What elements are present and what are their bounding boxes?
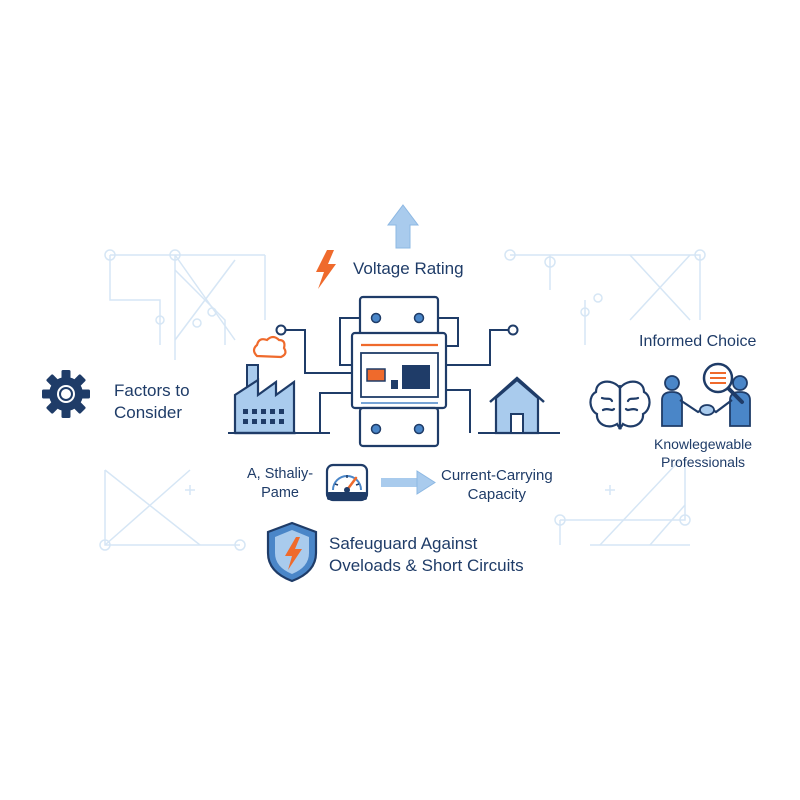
factory-icon — [233, 335, 296, 435]
professionals-label-line-1: Knowlegewable — [654, 436, 753, 452]
brain-icon — [589, 380, 651, 430]
professionals-label: Knowlegewable Professionals — [654, 436, 752, 472]
stability-label-line-1: A, Sthaliy- — [247, 466, 314, 482]
professionals-label-line-2: Professionals — [661, 453, 746, 470]
handshake-people-icon — [661, 375, 751, 427]
voltage-rating-label: Voltage Rating — [353, 259, 464, 278]
factors-label-line-1: Factors to — [114, 381, 190, 400]
background-dots — [99, 249, 706, 551]
circuit-breaker-icon — [350, 295, 448, 448]
terminal-left — [275, 324, 287, 336]
background-circuit-lines — [104, 254, 701, 546]
lightning-bolt-icon — [316, 250, 336, 289]
safeguard-label-line-1: Safeuguard Against — [329, 534, 478, 553]
safeguard-label: Safeuguard Against Oveloads & Short Circ… — [329, 533, 524, 577]
gauge-icon — [325, 463, 369, 502]
shield-lightning-icon — [266, 521, 318, 583]
current-label-line-2: Capacity — [467, 486, 527, 504]
terminal-right — [507, 324, 519, 336]
up-arrow-icon — [387, 204, 419, 249]
right-arrow-icon — [381, 470, 436, 495]
informed-choice-label: Informed Choice — [639, 333, 757, 350]
current-carrying-capacity-label: Current-Carrying Capacity — [441, 466, 553, 504]
safeguard-label-line-2: Oveloads & Short Circuits — [329, 555, 524, 575]
factors-to-consider-label: Factors to Consider — [114, 380, 190, 424]
stability-label: A, Sthaliy- Pame — [247, 465, 313, 502]
gear-icon — [42, 370, 90, 418]
house-icon — [489, 376, 545, 435]
magnifier-icon — [702, 362, 744, 404]
current-label-line-1: Current-Carrying — [441, 467, 553, 484]
stability-label-line-2: Pame — [261, 484, 299, 501]
factors-label-line-2: Consider — [114, 402, 183, 422]
